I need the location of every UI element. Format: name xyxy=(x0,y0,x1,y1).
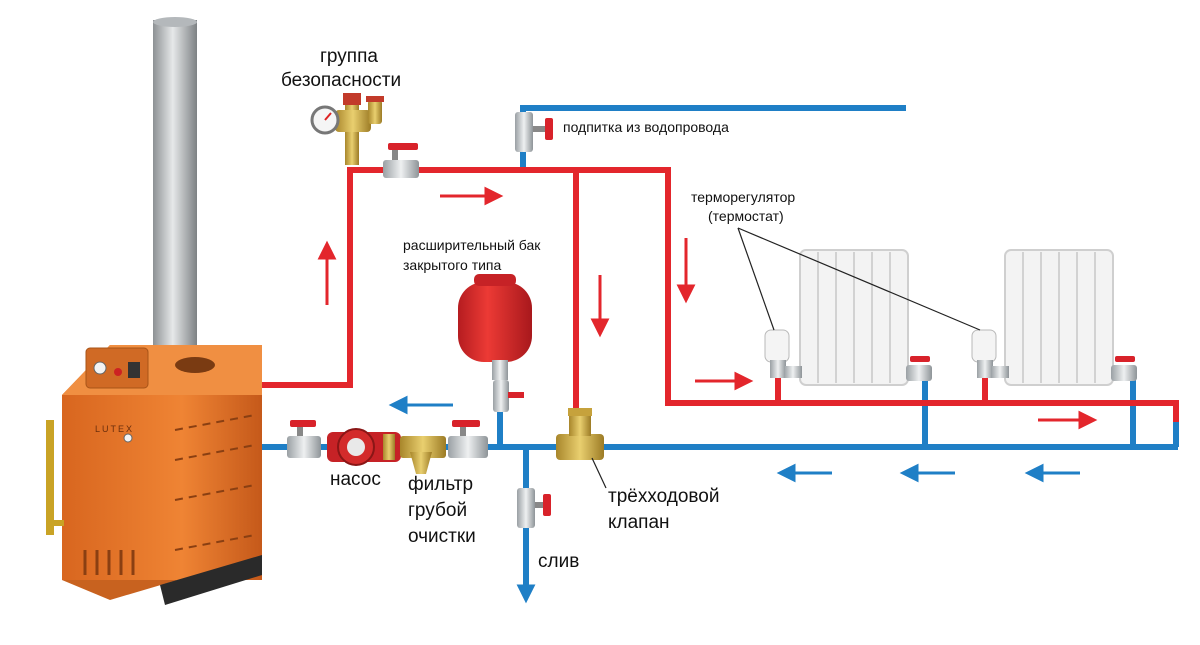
filter-label-1: фильтр xyxy=(408,474,473,495)
safety-group-label-2: безопасности xyxy=(281,70,401,91)
ball-valve-icon xyxy=(383,143,419,178)
boiler-brand: LUTEX xyxy=(95,424,134,434)
ball-valve-icon xyxy=(515,112,553,152)
thermostat-head-icon xyxy=(764,329,802,378)
radiator-icon xyxy=(799,249,909,386)
safety-group-label-1: группа xyxy=(320,46,378,67)
tank-label-1: расширительный бак xyxy=(403,237,541,253)
pressure-gauge-icon xyxy=(310,105,340,135)
ball-valve-icon xyxy=(517,488,551,528)
three-way-valve-label-1: трёхходовой xyxy=(608,486,720,507)
pump-label: насос xyxy=(330,469,381,490)
tank-label-2: закрытого типа xyxy=(403,257,502,273)
thermostat-label-2: (термостат) xyxy=(708,208,784,224)
filter-label-2: грубой xyxy=(408,500,467,521)
pump-icon xyxy=(327,428,401,466)
labels: группа безопасности подпитка из водопров… xyxy=(281,46,795,572)
three-way-valve-label-2: клапан xyxy=(608,512,670,533)
ball-valve-icon xyxy=(1111,356,1137,381)
drain-label: слив xyxy=(538,551,579,572)
chimney xyxy=(153,17,197,365)
filter-icon xyxy=(400,436,446,474)
safety-group xyxy=(310,93,384,165)
radiator-icon xyxy=(1004,249,1114,386)
filter-label-3: очистки xyxy=(408,526,476,547)
expansion-tank-icon xyxy=(458,274,532,412)
ball-valve-icon xyxy=(287,420,321,458)
thermostat-head-icon xyxy=(971,329,1009,378)
boiler: LUTEX xyxy=(46,345,262,605)
thermostat-label-1: терморегулятор xyxy=(691,189,795,205)
makeup-label: подпитка из водопровода xyxy=(563,119,729,135)
ball-valve-icon xyxy=(906,356,932,381)
thermostat-leader-lines xyxy=(737,227,981,331)
three-way-valve-icon xyxy=(556,408,604,460)
supply-pipes xyxy=(262,167,1179,422)
flow-arrow-icon xyxy=(317,186,1098,604)
ball-valve-icon xyxy=(448,420,488,458)
